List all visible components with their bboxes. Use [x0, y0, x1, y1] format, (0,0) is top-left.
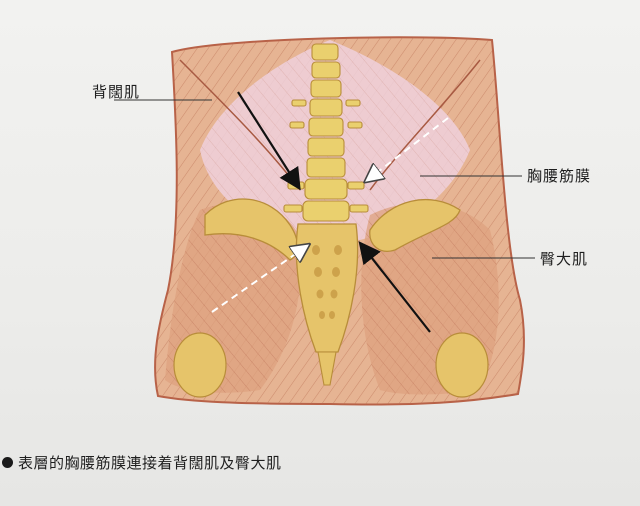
hip-joint-right — [435, 332, 489, 398]
caption-text: 表層的胸腰筋膜連接着背闊肌及臀大肌 — [18, 454, 282, 472]
arrow-fascia-lower-icon — [211, 248, 304, 313]
arrow-latissimus-icon — [237, 91, 301, 191]
arrow-fascia-upper-icon — [370, 117, 449, 178]
label-thoracolumbar-fascia: 胸腰筋膜 — [527, 167, 592, 185]
back-anatomy-illustration — [114, 36, 535, 406]
arrow-gluteus-icon — [358, 241, 431, 333]
bullet-icon — [2, 457, 13, 468]
spine — [283, 43, 369, 222]
coccyx — [317, 351, 337, 386]
figure-caption: 表層的胸腰筋膜連接着背闊肌及臀大肌 — [2, 452, 282, 473]
hip-joint-left — [173, 332, 227, 398]
label-gluteus-maximus: 臀大肌 — [540, 250, 589, 268]
label-latissimus-dorsi: 背闊肌 — [92, 83, 141, 101]
